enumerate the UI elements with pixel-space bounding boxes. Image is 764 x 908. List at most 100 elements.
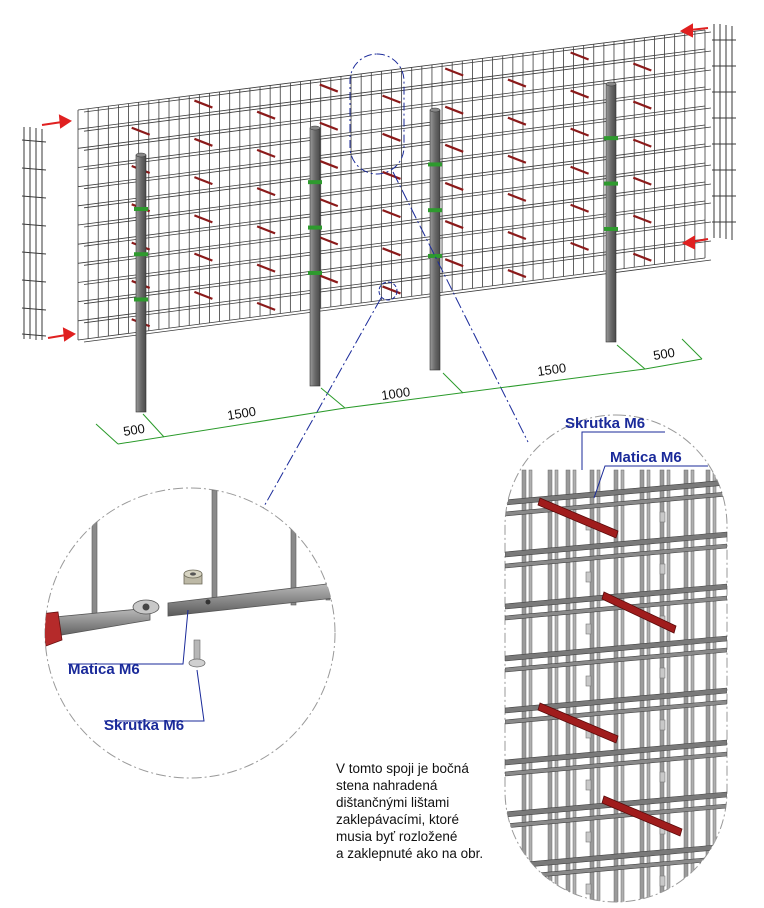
spacer-bar: [570, 241, 589, 251]
mesh-wire: [83, 31, 712, 113]
right-end-mesh: [712, 24, 736, 240]
post-cap: [429, 107, 441, 113]
detail-wire: [505, 739, 727, 766]
spacer-bar: [319, 83, 339, 93]
detail-wire: [505, 543, 727, 569]
post-cap: [309, 125, 321, 131]
detail-wire: [505, 647, 727, 673]
detail-wire: [505, 855, 727, 881]
dimension-label: 1500: [226, 404, 257, 423]
detail-bolt-icon: [659, 511, 666, 523]
detail-wire: [505, 479, 727, 506]
spacer-bar: [632, 214, 652, 224]
post-clip: [604, 226, 618, 231]
spacer-bar: [444, 105, 464, 115]
callout-matica-right: Matica M6: [610, 449, 682, 466]
spacer-bar: [570, 51, 589, 61]
bolt-icon: [188, 639, 206, 668]
spacer-bar: [444, 143, 464, 153]
dimension-label: 500: [122, 421, 146, 439]
detail-horizontal-wires: [505, 479, 727, 881]
detail-wire: [505, 583, 727, 610]
spacer-bar: [256, 263, 276, 273]
fence-post: [429, 109, 441, 371]
right-detail-view: Skrutka M6 Matica M6: [504, 414, 728, 903]
detail-marker-oval: [349, 53, 405, 175]
detail-wire: [565, 469, 571, 902]
spacer-bar: [382, 209, 401, 219]
spacer-bar: [570, 203, 589, 213]
detail-bolt-icon: [585, 571, 592, 583]
detail-wire: [554, 469, 559, 902]
detail-wire: [646, 469, 651, 902]
arrow-top-left-icon: [41, 114, 72, 129]
spacer-bar: [507, 154, 527, 164]
post-clip: [134, 297, 148, 302]
assembly-note: V tomto spoji je bočná stena nahradená d…: [336, 761, 484, 861]
bottom-rail: [45, 607, 151, 639]
spacer-bar: [382, 94, 401, 104]
leader-to-left-detail: [261, 297, 382, 511]
spacer-bar: [256, 110, 276, 120]
callout-skrutka-right: Skrutka M6: [565, 415, 645, 432]
callout-matica-left: Matica M6: [68, 661, 140, 678]
spacer-bar: [507, 78, 527, 88]
detail-bolt-icon: [659, 719, 666, 731]
detail-bolt-icon: [585, 623, 592, 635]
detail-wire: [505, 687, 727, 714]
detail-wire: [505, 843, 727, 870]
spacer-bar: [632, 138, 652, 148]
spacer-bar: [444, 67, 464, 77]
leader-to-right-detail: [392, 171, 529, 443]
spacer-bar: [570, 89, 589, 99]
spacer-bar: [382, 247, 401, 257]
detail-bolt-icon: [659, 771, 666, 783]
post-clip: [308, 225, 322, 230]
spacer-bar: [632, 62, 652, 72]
spacer-bar: [632, 176, 652, 186]
spacer-bar: [382, 132, 401, 142]
detail-wire: [521, 469, 527, 902]
fence-posts: [134, 81, 618, 413]
detail-wire: [683, 469, 689, 902]
detail-wire: [505, 595, 727, 621]
mesh-wire: [83, 107, 712, 190]
detail-wire: [505, 531, 727, 558]
post-cap: [605, 81, 617, 87]
leader-matica-right: [593, 465, 708, 499]
detail-bolt-icon: [585, 779, 592, 791]
spacer-bar: [319, 159, 339, 169]
post-clip: [428, 162, 442, 167]
mesh-wire: [83, 50, 712, 132]
dimension-label: 500: [652, 345, 676, 363]
spacer-bar: [570, 127, 589, 137]
detail-wire: [639, 469, 645, 902]
red-arrows: [41, 23, 709, 342]
spacer-bar: [256, 301, 276, 311]
spacer-bar: [444, 220, 464, 230]
dimension-label: 1500: [536, 360, 567, 379]
spacer-bar: [632, 100, 652, 110]
spacer-bar: [194, 252, 213, 262]
detail-wire: [505, 803, 727, 829]
spacer-bar: [570, 165, 589, 175]
post-clip: [604, 136, 618, 141]
spacer-bar: [444, 258, 464, 268]
spacer-bar: [194, 99, 213, 109]
spacer-bar: [632, 252, 652, 262]
spacer-bar: [319, 198, 339, 208]
spacer-bar: [319, 274, 339, 284]
detail-wire: [613, 469, 619, 902]
detail-wire: [547, 469, 553, 902]
spacer-bar: [256, 148, 276, 158]
detail-wire: [690, 469, 695, 902]
detail-marker-circle: [378, 281, 398, 301]
detail-wire: [505, 635, 727, 662]
spacer-bar: [382, 170, 401, 180]
leader-matica-left: [68, 609, 189, 665]
detail-bolt-icon: [585, 831, 592, 843]
detail-bolt-icon: [585, 883, 592, 895]
spacer-bar: [319, 236, 339, 246]
spacer-bar: [194, 176, 213, 186]
